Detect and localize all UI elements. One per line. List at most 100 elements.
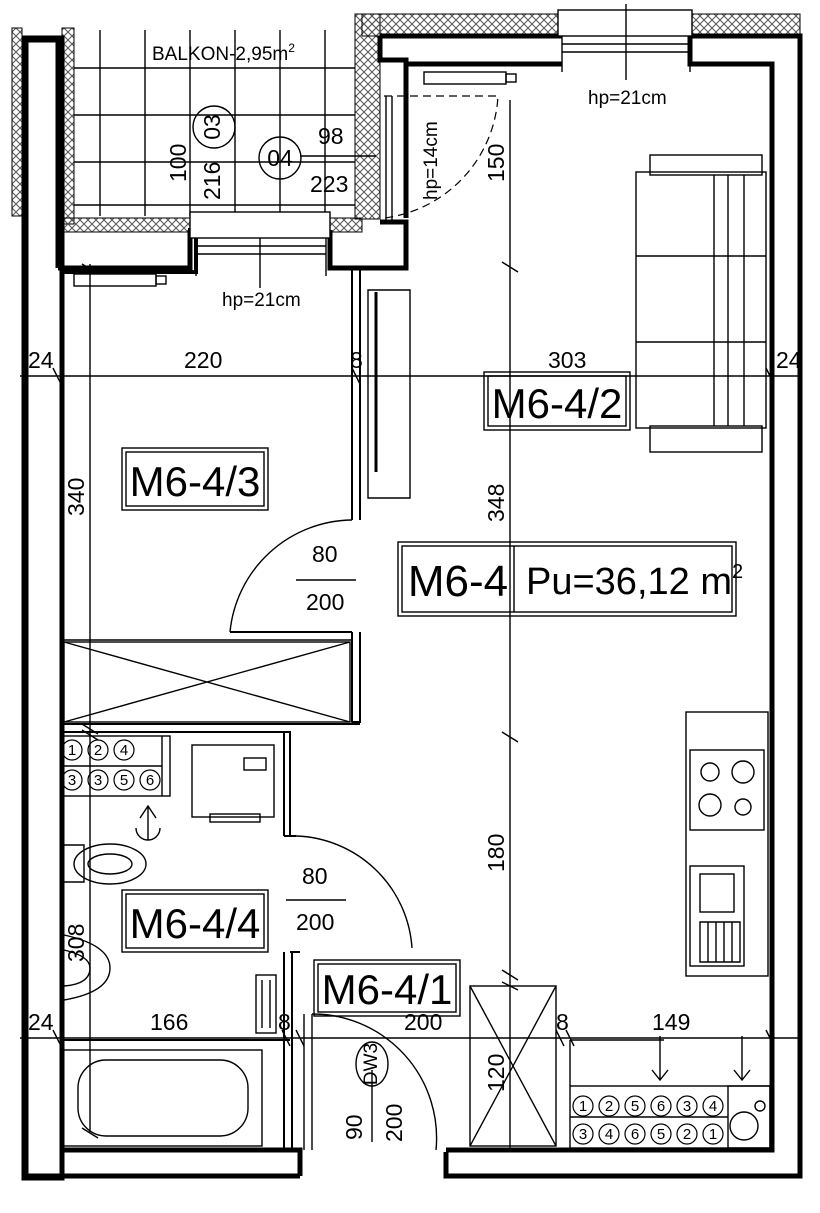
svg-text:M6-4/4: M6-4/4 bbox=[130, 900, 261, 947]
side-sill-height: hp=14cm bbox=[421, 121, 442, 200]
bath-installation-box bbox=[61, 735, 171, 797]
toilet bbox=[64, 843, 147, 885]
door-swings bbox=[229, 95, 499, 1151]
dim-bottom-6: 149 bbox=[652, 1009, 690, 1035]
kitchen-top-circle-2 bbox=[624, 1095, 646, 1117]
kitchen-top-circle-1 bbox=[598, 1095, 620, 1117]
svg-text:M6-4/1: M6-4/1 bbox=[322, 966, 453, 1013]
dim-vertical-6: 308 bbox=[63, 924, 89, 962]
door-03-tag: 03 bbox=[192, 105, 236, 149]
dim-top-2: 220 bbox=[184, 347, 222, 373]
room-hall: M6-4/1 bbox=[313, 959, 461, 1017]
kitchen-top-number-3: 6 bbox=[657, 1098, 665, 1115]
svg-text:04: 04 bbox=[267, 145, 293, 171]
room-bedroom: M6-4/3 bbox=[121, 447, 269, 511]
bath-bottom-number-3: 6 bbox=[146, 772, 154, 789]
dim-bottom-2: 166 bbox=[150, 1009, 188, 1035]
balcony-door-frame bbox=[189, 211, 331, 288]
kitchen-bottom-number-4: 2 bbox=[683, 1126, 691, 1143]
top-window bbox=[557, 4, 693, 80]
bath-top-circle-1 bbox=[87, 739, 109, 761]
dim-bottom-3: 8 bbox=[278, 1009, 291, 1035]
door-03-height: 216 bbox=[199, 162, 225, 200]
door-04-width: 98 bbox=[318, 123, 344, 149]
bath-installation-bottom: 3 3 5 6 bbox=[61, 769, 161, 791]
svg-text:03: 03 bbox=[199, 114, 225, 140]
bath-bottom-number-0: 3 bbox=[68, 772, 76, 789]
kitchen-bottom-circle-3 bbox=[650, 1123, 672, 1145]
bath-bottom-circle-1 bbox=[87, 769, 109, 791]
bath-bottom-circle-3 bbox=[139, 769, 161, 791]
dim-vertical-5: 340 bbox=[63, 478, 89, 516]
kitchen-bottom-circle-2 bbox=[624, 1123, 646, 1145]
kitchen-installation-box bbox=[569, 1039, 771, 1149]
dim-top-4: 303 bbox=[548, 347, 586, 373]
towel-rail bbox=[255, 974, 277, 1034]
entrance-door-tag: DW3 bbox=[355, 1041, 389, 1087]
balcony-label: BALKON-2,95m2 bbox=[152, 41, 295, 65]
kitchen-bottom-circle-5 bbox=[702, 1123, 724, 1145]
kitchen-bottom-circle-4 bbox=[676, 1123, 698, 1145]
kitchen-top-number-4: 3 bbox=[683, 1098, 691, 1115]
bedroom-door-width: 80 bbox=[312, 541, 338, 567]
kitchen-top-circle-0 bbox=[572, 1095, 594, 1117]
bath-top-number-2: 4 bbox=[120, 742, 128, 759]
vent-arrows bbox=[135, 804, 751, 1082]
door-04-tag: 04 bbox=[258, 136, 302, 180]
kitchen-bottom-circle-1 bbox=[598, 1123, 620, 1145]
svg-text:M6-4/3: M6-4/3 bbox=[130, 458, 261, 505]
kitchen-counter bbox=[685, 711, 769, 977]
interior-walls bbox=[62, 268, 411, 1150]
radiator-bedroom bbox=[73, 273, 167, 287]
bath-top-number-0: 1 bbox=[68, 742, 76, 759]
hall-cabinet bbox=[469, 985, 557, 1147]
apartment-area: Pu=36,12 m2 bbox=[526, 561, 743, 603]
svg-text:M6-4/2: M6-4/2 bbox=[492, 380, 623, 427]
bedroom-door-height: 200 bbox=[306, 589, 344, 615]
dim-bottom-4: 200 bbox=[404, 1009, 442, 1035]
outer-walls bbox=[21, 33, 803, 1181]
bath-top-number-1: 2 bbox=[94, 742, 102, 759]
sofa bbox=[635, 154, 767, 453]
svg-text:DW3: DW3 bbox=[361, 1043, 382, 1085]
bathroom-door-width: 80 bbox=[302, 863, 328, 889]
door-03-width: 100 bbox=[165, 144, 191, 182]
bath-top-circle-0 bbox=[61, 739, 83, 761]
room-living: M6-4/2 bbox=[483, 371, 631, 431]
bathroom-door-height: 200 bbox=[296, 909, 334, 935]
door-04-height: 223 bbox=[310, 171, 348, 197]
dim-bottom-1: 24 bbox=[28, 1009, 54, 1035]
bath-bottom-circle-2 bbox=[113, 769, 135, 791]
wardrobe bbox=[63, 641, 351, 723]
kitchen-top-number-1: 2 bbox=[605, 1098, 613, 1115]
dim-top-5: 24 bbox=[776, 347, 802, 373]
kitchen-top-number-2: 5 bbox=[631, 1098, 639, 1115]
entrance-door-width: 90 bbox=[341, 1114, 367, 1140]
kitchen-bottom-number-2: 6 bbox=[631, 1126, 639, 1143]
bath-bottom-number-2: 5 bbox=[120, 772, 128, 789]
washing-machine bbox=[191, 744, 275, 823]
entrance-door-height: 200 bbox=[381, 1104, 407, 1142]
balcony-door-sill-height: hp=21cm bbox=[222, 290, 301, 311]
dimension-lines bbox=[20, 100, 802, 1150]
dim-vertical-1: 150 bbox=[483, 144, 509, 182]
top-window-sill-height: hp=21cm bbox=[588, 88, 667, 109]
dim-bottom-5: 8 bbox=[556, 1009, 569, 1035]
kitchen-top-number-0: 1 bbox=[579, 1098, 587, 1115]
kitchen-top-circle-3 bbox=[650, 1095, 672, 1117]
kitchen-installation-top: 1 2 5 6 3 4 bbox=[572, 1095, 724, 1117]
kitchen-top-number-5: 4 bbox=[709, 1098, 717, 1115]
apartment-summary: M6-4 Pu=36,12 m2 bbox=[397, 541, 743, 617]
kitchen-bottom-number-3: 5 bbox=[657, 1126, 665, 1143]
kitchen-top-circle-5 bbox=[702, 1095, 724, 1117]
kitchen-bottom-number-1: 4 bbox=[605, 1126, 613, 1143]
annotation-leaders bbox=[286, 155, 376, 1142]
dim-vertical-2: 348 bbox=[483, 484, 509, 522]
apartment-id: M6-4 bbox=[408, 557, 508, 606]
kitchen-top-circle-4 bbox=[676, 1095, 698, 1117]
dim-top-1: 24 bbox=[28, 347, 54, 373]
room-bathroom: M6-4/4 bbox=[121, 889, 269, 953]
radiator-living bbox=[423, 71, 517, 85]
bath-bottom-number-1: 3 bbox=[94, 772, 102, 789]
